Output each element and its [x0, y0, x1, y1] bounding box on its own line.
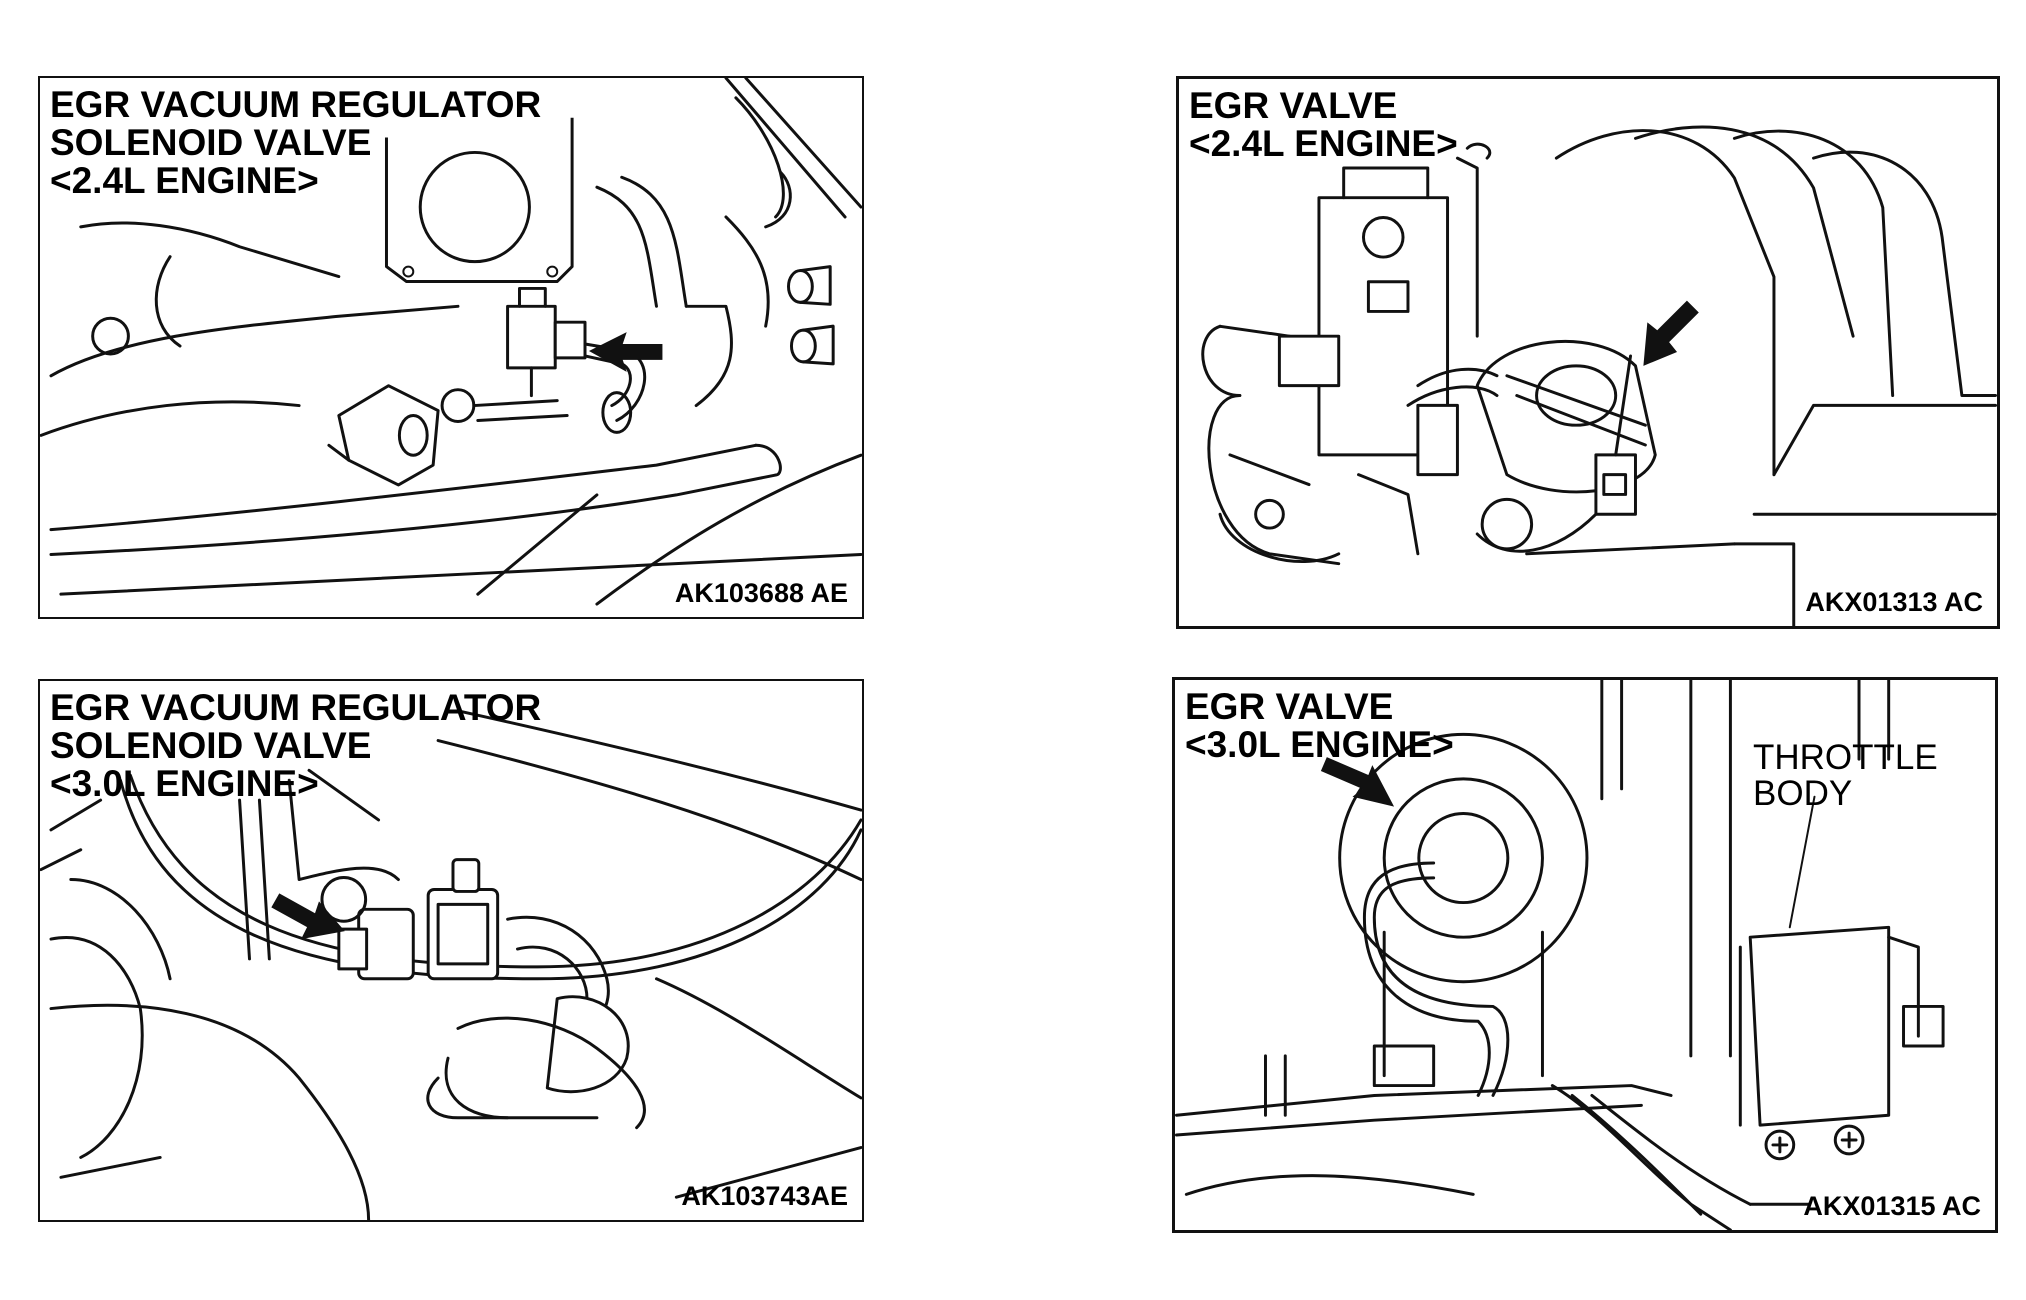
panel-egr-valve-3-0l: EGR VALVE <3.0L ENGINE> THROTTLE BODY AK…	[1172, 677, 1998, 1233]
throttle-body-label: THROTTLE BODY	[1753, 740, 1938, 812]
figure-code: AK103688 AE	[674, 578, 848, 608]
title-line: <3.0L ENGINE>	[50, 763, 319, 804]
panel-title: EGR VALVE <2.4L ENGINE>	[1189, 87, 1458, 163]
panel-title: EGR VACUUM REGULATOR SOLENOID VALVE <3.0…	[50, 689, 541, 803]
illustration-egr-valve-3-0l	[1175, 680, 1945, 1230]
title-line: EGR VALVE	[1185, 686, 1394, 727]
pointer-arrow-icon	[1643, 300, 1699, 366]
callout-line: BODY	[1753, 774, 1853, 813]
title-line: <2.4L ENGINE>	[1189, 123, 1458, 164]
illustration-egr-valve-2-4l	[1201, 125, 1997, 626]
title-line: EGR VACUUM REGULATOR	[50, 687, 542, 728]
figure-code: AK103743AE	[681, 1181, 848, 1211]
panel-egr-solenoid-3-0l: EGR VACUUM REGULATOR SOLENOID VALVE <3.0…	[38, 679, 864, 1222]
illustration-egr-solenoid-3-0l	[40, 709, 862, 1220]
figure-code: AKX01315 AC	[1803, 1191, 1981, 1221]
figure-code: AKX01313 AC	[1805, 587, 1983, 617]
pointer-arrow-icon	[271, 893, 345, 940]
pointer-arrow-icon	[1320, 757, 1395, 807]
title-line: SOLENOID VALVE	[50, 725, 372, 766]
callout-line: THROTTLE	[1753, 738, 1938, 777]
title-line: EGR VALVE	[1189, 85, 1398, 126]
panel-title: EGR VACUUM REGULATOR SOLENOID VALVE <2.4…	[50, 86, 541, 200]
title-line: EGR VACUUM REGULATOR	[50, 84, 542, 125]
panel-title: EGR VALVE <3.0L ENGINE>	[1185, 688, 1454, 764]
panel-egr-valve-2-4l: EGR VALVE <2.4L ENGINE> AKX01313 AC	[1176, 76, 2000, 629]
title-line: <3.0L ENGINE>	[1185, 724, 1454, 765]
title-line: <2.4L ENGINE>	[50, 160, 319, 201]
panel-egr-solenoid-2-4l: EGR VACUUM REGULATOR SOLENOID VALVE <2.4…	[38, 76, 864, 619]
title-line: SOLENOID VALVE	[50, 122, 372, 163]
pointer-arrow-icon	[588, 332, 663, 372]
illustration-egr-solenoid-2-4l	[40, 78, 862, 606]
